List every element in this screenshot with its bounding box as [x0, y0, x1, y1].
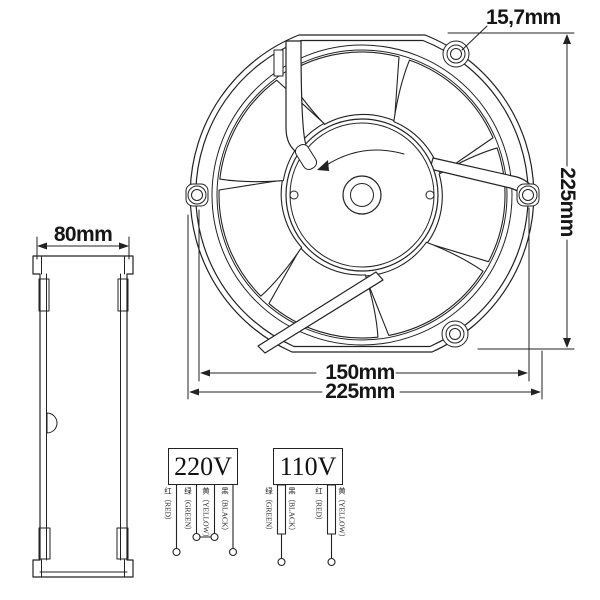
fan-struts [257, 40, 534, 354]
dimension-lines [36, 25, 575, 400]
dim-hole-diameter: 15,7mm [486, 6, 561, 29]
wire-label-220v-green: 绿（GREEN） [183, 487, 193, 535]
mounting-holes [185, 40, 540, 348]
wire-label-220v-yellow: 黄（YELLOW） [201, 487, 211, 542]
fan-side-view [32, 255, 134, 578]
fan-hub [285, 118, 439, 272]
dim-fan-height: 225mm [556, 167, 579, 237]
dim-fan-depth: 80mm [53, 223, 113, 246]
wire-label-220v-black: 黑（BLACK） [220, 487, 230, 535]
wire-label-110v-green: 绿（GREEN） [264, 487, 274, 535]
rotation-arrow [324, 149, 405, 167]
fan-front-view [185, 34, 540, 358]
voltage-label-220v: 220V [174, 451, 232, 481]
voltage-box-220v: 220V [168, 448, 238, 485]
wire-label-110v-black: 黑（BLACK） [287, 487, 297, 535]
dim-hole-spacing: 150mm [325, 361, 395, 384]
wire-label-110v-yellow: 黄（YELLOW） [337, 487, 347, 542]
wiring-lines [172, 484, 337, 567]
voltage-label-110v: 110V [279, 451, 337, 481]
wire-label-220v-red: 红（RED） [163, 487, 173, 525]
dim-fan-width: 225mm [325, 380, 395, 403]
wire-label-110v-red: 红（RED） [314, 487, 324, 525]
voltage-box-110v: 110V [273, 448, 343, 485]
